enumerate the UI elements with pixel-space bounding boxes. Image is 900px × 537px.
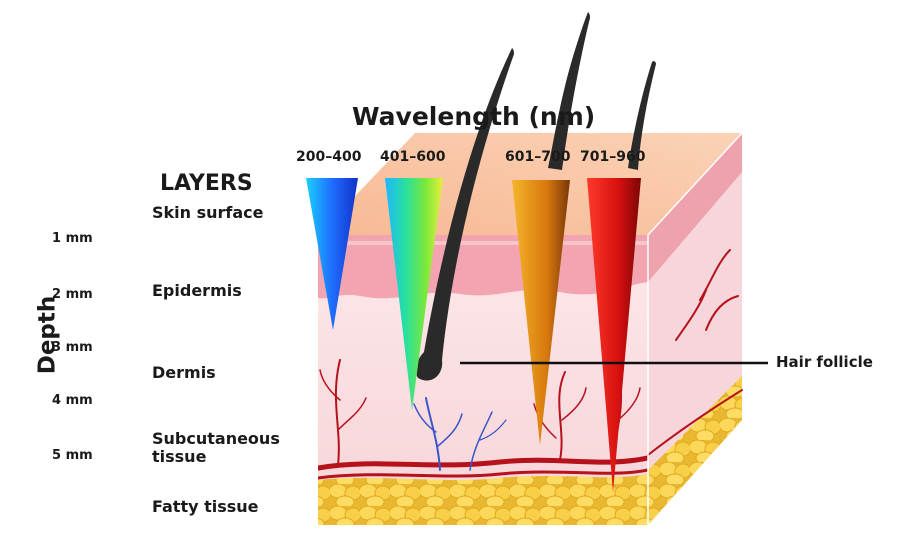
cone-601-700: [512, 180, 570, 445]
layer-skin-surface: Skin surface: [152, 203, 264, 222]
layer-subcutaneous: Subcutaneous tissue: [152, 429, 280, 466]
depth-tick-5mm: 5 mm: [52, 448, 93, 463]
hair-follicle-label: Hair follicle: [776, 353, 873, 371]
cone-200-400: [306, 178, 358, 330]
cone-701-960: [587, 178, 641, 492]
fatty-tissue-front: [318, 474, 648, 525]
chart-title: Wavelength (nm): [352, 102, 596, 131]
range-label-601-700: 601–700: [505, 149, 571, 165]
range-label-200-400: 200–400: [296, 149, 362, 165]
layer-dermis: Dermis: [152, 363, 216, 382]
depth-axis-label: Depth: [34, 295, 61, 375]
depth-tick-2mm: 2 mm: [52, 287, 93, 302]
side-face: [647, 132, 743, 525]
depth-tick-3mm: 3 mm: [52, 340, 93, 355]
blood-vessels-blue: [413, 397, 507, 471]
hair-shafts: [416, 12, 656, 381]
wavelength-cones: [306, 178, 641, 492]
layer-fatty-tissue: Fatty tissue: [152, 497, 259, 516]
range-label-401-600: 401–600: [380, 149, 446, 165]
range-label-701-960: 701–960: [580, 149, 646, 165]
blood-vessels-red: [318, 359, 648, 480]
depth-tick-1mm: 1 mm: [52, 231, 93, 246]
layer-epidermis: Epidermis: [152, 281, 242, 300]
depth-tick-4mm: 4 mm: [52, 393, 93, 408]
cone-401-600: [385, 178, 443, 410]
layers-heading: LAYERS: [160, 171, 253, 196]
